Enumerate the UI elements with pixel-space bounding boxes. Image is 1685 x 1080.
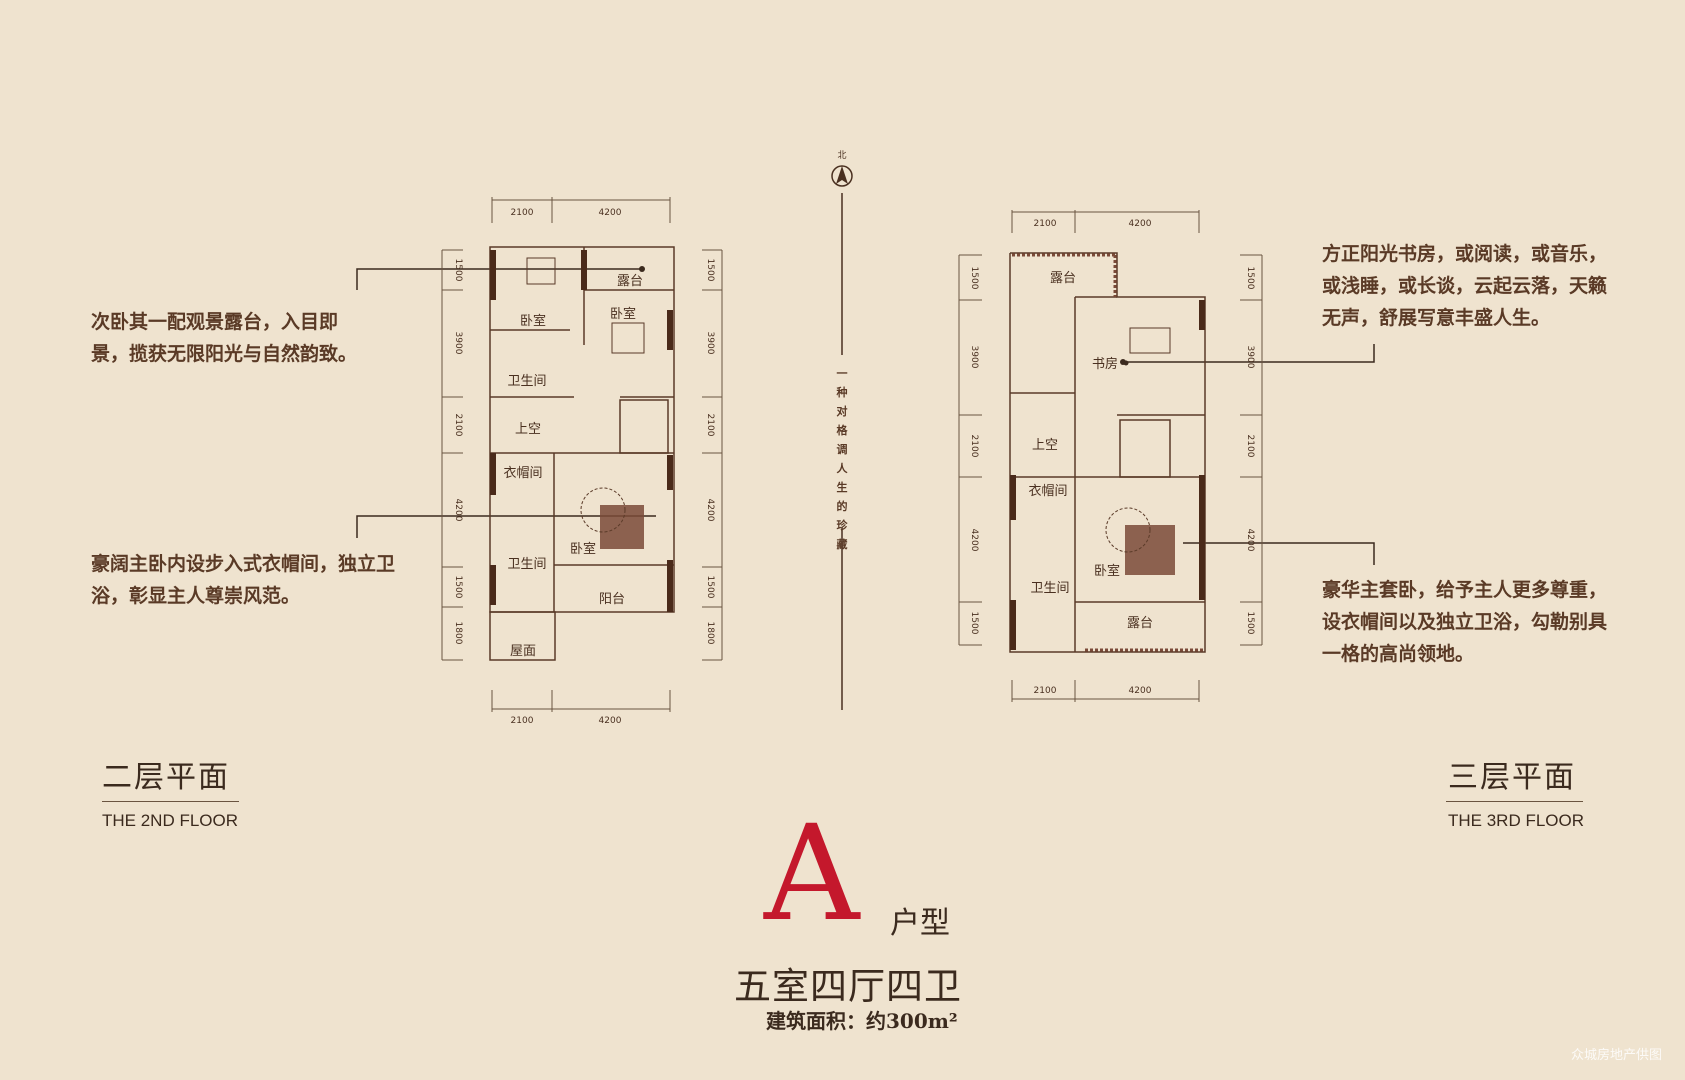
room-label: 卧室 [570,541,596,557]
bed-pattern [1125,525,1175,575]
dimension-label: 2100 [511,208,534,218]
dimension-label: 4200 [705,499,715,522]
north-label: 北 [837,150,846,161]
room-label: 露台 [1050,271,1076,286]
floor2-subtitle: THE 2ND FLOOR [102,811,239,830]
room-label: 露台 [1127,616,1153,631]
dimension-label: 2100 [1034,686,1057,696]
dimension-label: 1500 [705,576,715,599]
dimension-label: 1500 [969,267,979,290]
dimension-label: 1500 [453,259,463,282]
room-label: 衣帽间 [503,465,542,481]
dimension-label: 2100 [969,435,979,458]
floor2-callout-master: 豪阔主卧内设步入式衣帽间，独立卫 浴，彰显主人尊崇风范。 [91,553,396,607]
dimension-label: 3900 [453,332,463,355]
north-arrow-icon [831,165,853,187]
unit-type-label: 户型 [890,906,950,941]
dimension-label: 4200 [969,529,979,552]
room-label: 卫生间 [1030,581,1069,596]
floor3-callout-master: 豪华主套卧，给予主人更多尊重， 设衣帽间以及独立卫浴，勾勒别具 一格的高尚领地。 [1322,579,1608,665]
dimension-label: 4200 [453,499,463,522]
floor3-plan: 2100 4200 2100 4200 1500 3900 2100 4200 … [958,210,1263,702]
dimension-label: 2100 [511,716,534,726]
dimension-label: 3900 [969,346,979,369]
floor3-title: 三层平面 [1448,760,1576,795]
floor3-callout-study: 方正阳光书房，或阅读，或音乐， 或浅睡，或长谈，云起云落，天籁 无声，舒展写意丰… [1322,243,1608,329]
unit-layout: 五室四厅四卫 [734,965,962,1008]
dimension-label: 3900 [1245,346,1255,369]
bed-pattern [600,505,644,549]
room-label: 上空 [1032,438,1058,453]
divider [102,801,239,802]
watermark: 众城房地产供图 [1571,1048,1663,1063]
dimension-label: 4200 [599,716,622,726]
dimension-label: 1500 [1245,267,1255,290]
dimension-label: 1800 [453,622,463,645]
dimension-label: 2100 [1034,219,1057,229]
dimension-label: 1500 [1245,612,1255,635]
callout-lines [356,268,1375,565]
dimension-label: 1800 [705,622,715,645]
room-label: 卫生间 [507,557,546,572]
room-label: 阳台 [599,592,625,607]
floor3-subtitle: THE 3RD FLOOR [1448,811,1585,830]
room-label: 卧室 [610,306,636,322]
dimension-label: 2100 [705,414,715,437]
dimension-label: 2100 [1245,435,1255,458]
floor2-title: 二层平面 [102,760,230,795]
unit-letter: A [764,797,860,951]
dimension-label: 1500 [969,612,979,635]
dimension-label: 4200 [1129,219,1152,229]
divider [1446,801,1583,802]
floor2-plan: 2100 4200 2100 4200 1500 3900 2100 4200 … [441,197,723,726]
dimension-label: 4200 [599,208,622,218]
room-label: 衣帽间 [1028,483,1067,499]
dimension-label: 3900 [705,332,715,355]
dimension-label: 1500 [453,576,463,599]
dimension-label: 1500 [705,259,715,282]
dimension-label: 4200 [1129,686,1152,696]
room-label: 卧室 [1094,563,1120,579]
room-label: 上空 [515,422,541,437]
dimension-label: 4200 [1245,529,1255,552]
unit-area: 建筑面积：约300m² [766,1009,958,1033]
floor2-callout-bedroom: 次卧其一配观景露台，入目即 景，揽获无限阳光与自然韵致。 [91,311,358,365]
dimension-label: 2100 [453,414,463,437]
room-label: 书房 [1092,356,1118,372]
center-slogan: 一种对格调人生的珍藏 [836,367,848,551]
room-label: 卧室 [520,313,546,329]
room-label: 屋面 [510,644,536,659]
room-label: 卫生间 [507,374,546,389]
room-label: 露台 [617,274,643,289]
